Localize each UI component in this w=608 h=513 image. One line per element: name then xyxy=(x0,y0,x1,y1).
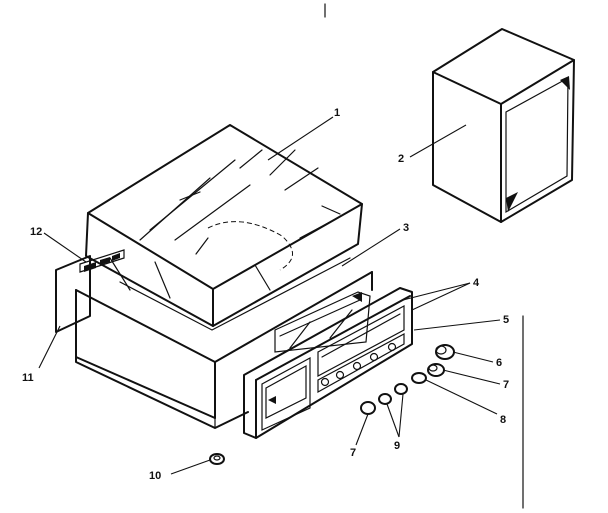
callout-7-right: 7 xyxy=(503,379,509,391)
leader-lines xyxy=(38,116,501,475)
callout-12: 12 xyxy=(30,226,42,238)
part-3-cabinet xyxy=(75,257,373,429)
part-9-knobs xyxy=(378,383,408,405)
callout-3: 3 xyxy=(403,222,409,234)
callout-5: 5 xyxy=(503,314,509,326)
part-10-foot xyxy=(209,453,225,465)
callout-7-left: 7 xyxy=(350,447,356,459)
part-6-knob xyxy=(435,344,455,360)
part-2-case xyxy=(432,28,575,223)
part-12-jack-strip xyxy=(79,249,125,273)
callout-4: 4 xyxy=(473,277,480,289)
part-11-back-panel xyxy=(55,255,91,333)
callout-10: 10 xyxy=(149,470,161,482)
part-1-dust-cover xyxy=(85,124,363,327)
callout-9: 9 xyxy=(394,440,400,452)
callout-8: 8 xyxy=(500,414,506,426)
part-8-knob xyxy=(411,372,427,384)
part-5-faceplate xyxy=(243,287,413,439)
callout-11: 11 xyxy=(22,372,34,384)
part-7-knob-left xyxy=(360,401,376,415)
callout-1: 1 xyxy=(334,107,340,119)
callout-6: 6 xyxy=(496,357,502,369)
part-7-knob-right xyxy=(427,363,445,377)
callout-2: 2 xyxy=(398,153,404,165)
